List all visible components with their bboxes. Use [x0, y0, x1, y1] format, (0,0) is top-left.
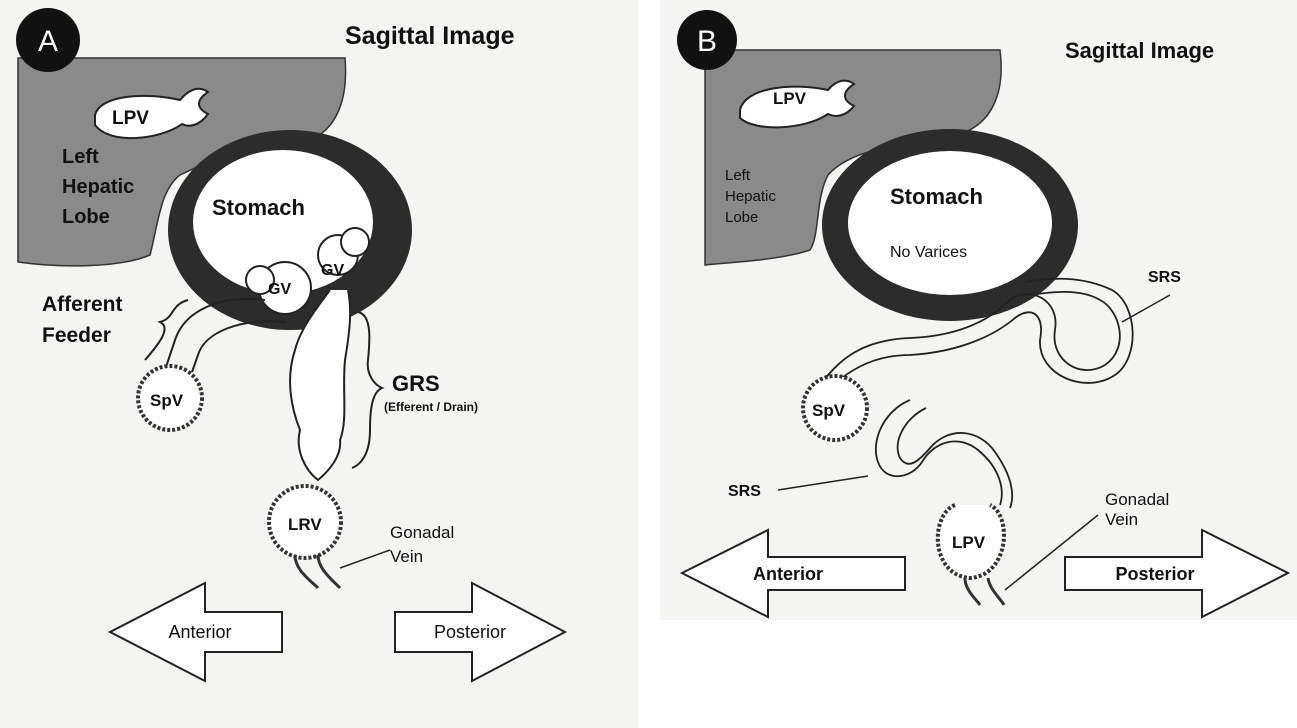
gonadal-pointer: [340, 550, 390, 568]
posterior-label: Posterior: [434, 622, 506, 642]
posterior-label: Posterior: [1115, 564, 1194, 584]
label-gv-lower: GV: [268, 281, 291, 298]
label-stomach: Stomach: [890, 184, 983, 209]
badge-a-label: A: [38, 25, 58, 58]
anterior-label: Anterior: [753, 564, 823, 584]
label-left: Left: [62, 146, 99, 168]
label-hepatic: Hepatic: [62, 176, 134, 198]
panel-a-title: Sagittal Image: [345, 22, 515, 50]
label-spv: SpV: [150, 391, 184, 410]
panel-a-diagram: A Sagittal Image LPV Left Hepatic Lobe S…: [0, 0, 638, 728]
label-gonadal: Gonadal: [1105, 490, 1169, 509]
anterior-label: Anterior: [168, 622, 231, 642]
label-srs-upper: SRS: [1148, 269, 1181, 286]
label-lrv: LRV: [288, 515, 322, 534]
label-hepatic: Hepatic: [725, 188, 776, 205]
label-afferent: Afferent: [42, 293, 123, 316]
label-vein: Vein: [1105, 510, 1138, 529]
label-grs: GRS: [392, 371, 440, 396]
label-lpv-bottom: LPV: [952, 533, 986, 552]
stomach-lumen: [848, 151, 1052, 295]
label-lpv: LPV: [112, 108, 149, 129]
label-no-varices: No Varices: [890, 244, 967, 261]
label-lobe: Lobe: [725, 209, 758, 226]
lpv-bottom-outlet: [965, 578, 1004, 605]
label-gonadal: Gonadal: [390, 523, 454, 542]
srs-lower-pointer: [778, 476, 868, 490]
label-lobe: Lobe: [62, 206, 110, 228]
label-lpv-top: LPV: [773, 89, 807, 108]
label-srs-lower: SRS: [728, 483, 761, 500]
badge-b-label: B: [697, 25, 717, 58]
afferent-bracket: [145, 300, 188, 360]
panel-b: B Sagittal Image LPV Left Hepatic Lobe S…: [660, 0, 1297, 620]
lrv-outlet: [295, 555, 340, 588]
panel-b-diagram: B Sagittal Image LPV Left Hepatic Lobe S…: [660, 0, 1297, 620]
label-stomach: Stomach: [212, 195, 305, 220]
panel-a: A Sagittal Image LPV Left Hepatic Lobe S…: [0, 0, 638, 728]
srs-loop-lower: [876, 400, 1012, 508]
label-feeder: Feeder: [42, 324, 111, 347]
label-vein: Vein: [390, 547, 423, 566]
label-spv: SpV: [812, 401, 846, 420]
grs-bracket: [352, 312, 382, 468]
label-gv-upper: GV: [321, 262, 344, 279]
panel-b-title: Sagittal Image: [1065, 38, 1214, 63]
label-grs-sub: (Efferent / Drain): [384, 400, 478, 414]
srs-upper-pointer: [1122, 295, 1170, 322]
label-left: Left: [725, 167, 751, 184]
